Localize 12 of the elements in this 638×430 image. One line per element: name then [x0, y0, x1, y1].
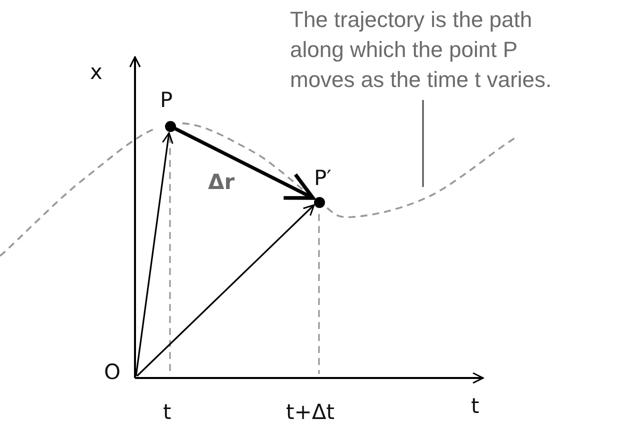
axis-label: t — [471, 394, 480, 418]
leader-line — [422, 100, 424, 187]
tick-label: t — [163, 400, 172, 424]
point-label: P′ — [314, 166, 348, 207]
edge-label: Δr — [208, 170, 235, 194]
note-text: The trajectory is the path along which the point P moves as the time t varies. — [290, 5, 572, 100]
position-arrow — [136, 204, 315, 377]
point-label: P — [160, 88, 180, 131]
axis-label: x — [90, 60, 102, 84]
position-arrow — [135, 132, 174, 376]
origin-label: O — [104, 360, 135, 378]
tick-label: t+Δt — [286, 400, 334, 424]
